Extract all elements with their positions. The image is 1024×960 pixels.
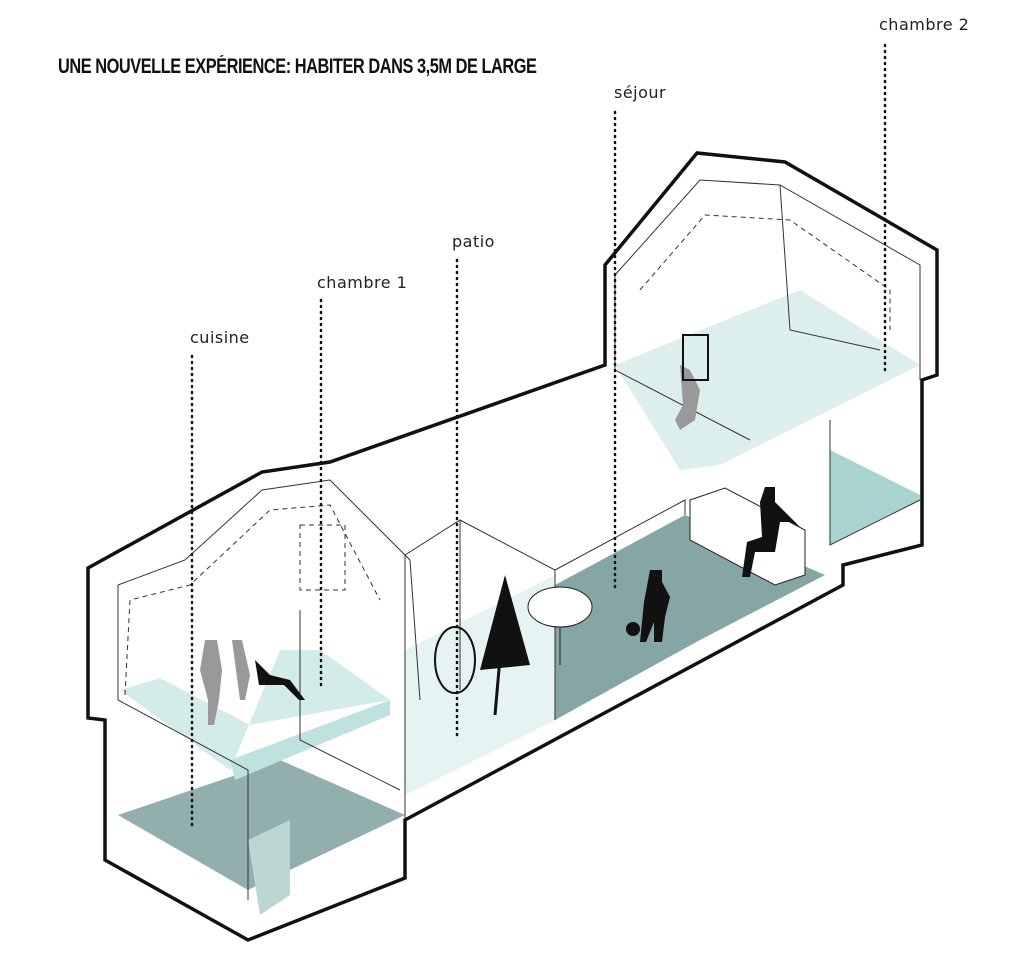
label-chambre-1: chambre 1 <box>317 273 408 292</box>
couple-figures <box>200 640 250 725</box>
chair <box>434 626 476 694</box>
hidden-lines <box>124 214 891 696</box>
building-outline <box>86 151 939 942</box>
diagram-title: UNE NOUVELLE EXPÉRIENCE: HABITER DANS 3,… <box>58 55 537 78</box>
label-sejour: séjour <box>614 83 667 102</box>
leader-lines <box>190 43 887 832</box>
sofa <box>689 487 806 586</box>
person-football <box>640 570 670 642</box>
reclining-person <box>255 660 305 700</box>
label-chambre-2: chambre 2 <box>879 15 970 34</box>
floors <box>118 290 920 915</box>
table <box>527 586 593 628</box>
parasol <box>480 575 530 670</box>
label-cuisine: cuisine <box>190 328 250 347</box>
furniture-and-figures <box>200 334 806 725</box>
seated-person <box>742 487 800 577</box>
climbing-person <box>675 365 700 430</box>
label-patio: patio <box>452 232 495 251</box>
football <box>626 622 640 636</box>
ladder <box>682 334 709 381</box>
